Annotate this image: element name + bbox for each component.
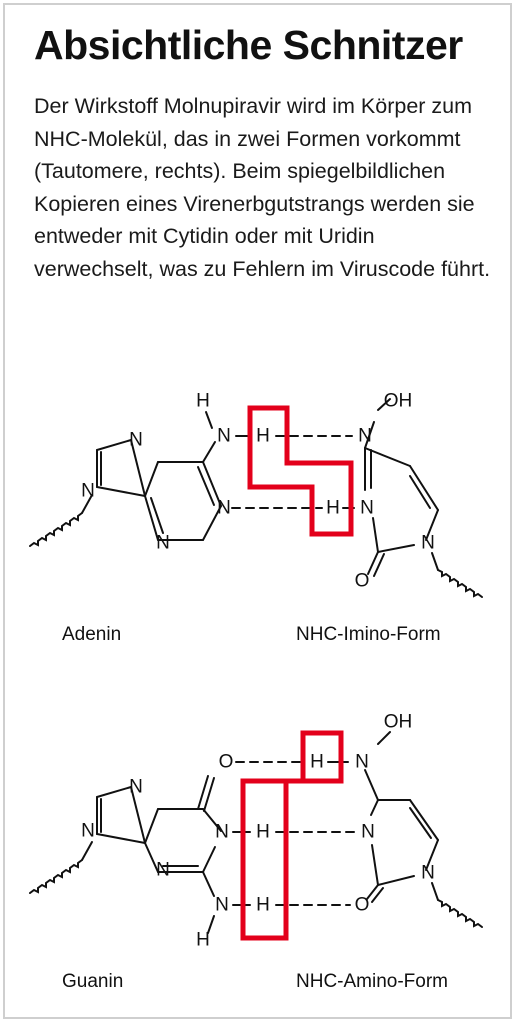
atom-h: H [256, 895, 270, 916]
atom-o: O [219, 752, 234, 773]
caption-adenin: Adenin [62, 624, 122, 645]
atom-oh: OH [384, 391, 413, 412]
hydrogen-bonds-bottom [235, 761, 359, 906]
highlight-path-top [247, 405, 354, 537]
atom-n: N [156, 860, 170, 881]
atom-n: N [217, 426, 231, 447]
atom-n: N [355, 752, 369, 773]
atom-o: O [355, 895, 370, 916]
atom-n: N [129, 777, 143, 798]
atom-n: N [215, 895, 229, 916]
atom-h: H [326, 498, 340, 519]
atom-o: O [355, 571, 370, 592]
nhc-amino-structure [364, 731, 483, 928]
atom-n: N [156, 533, 170, 554]
atom-n: N [360, 498, 374, 519]
atom-n: N [421, 533, 435, 554]
description-text: Der Wirkstoff Molnupiravir wird im Körpe… [34, 94, 491, 281]
atom-n: N [358, 426, 372, 447]
atom-n: N [217, 498, 231, 519]
page-title: Absichtliche Schnitzer [34, 22, 463, 68]
atom-n: N [361, 822, 375, 843]
caption-nhc-imino: NHC-Imino-Form [296, 624, 441, 645]
atom-n: N [129, 430, 143, 451]
caption-guanin: Guanin [62, 971, 124, 992]
atom-n: N [215, 822, 229, 843]
atom-oh: OH [384, 712, 413, 733]
caption-nhc-amino: NHC-Amino-Form [296, 971, 448, 992]
highlight-path-bottom [240, 730, 344, 941]
atom-h: H [256, 426, 270, 447]
atom-n: N [421, 863, 435, 884]
atom-h: H [196, 930, 210, 951]
atom-n: N [81, 821, 95, 842]
atom-h: H [310, 752, 324, 773]
atom-h: H [256, 822, 270, 843]
guanine-structure [29, 775, 222, 934]
atom-h: H [196, 391, 210, 412]
hydrogen-bonds-top [231, 435, 353, 509]
atom-n: N [81, 481, 95, 502]
adenine-structure [29, 411, 222, 547]
nhc-imino-structure [364, 398, 483, 598]
